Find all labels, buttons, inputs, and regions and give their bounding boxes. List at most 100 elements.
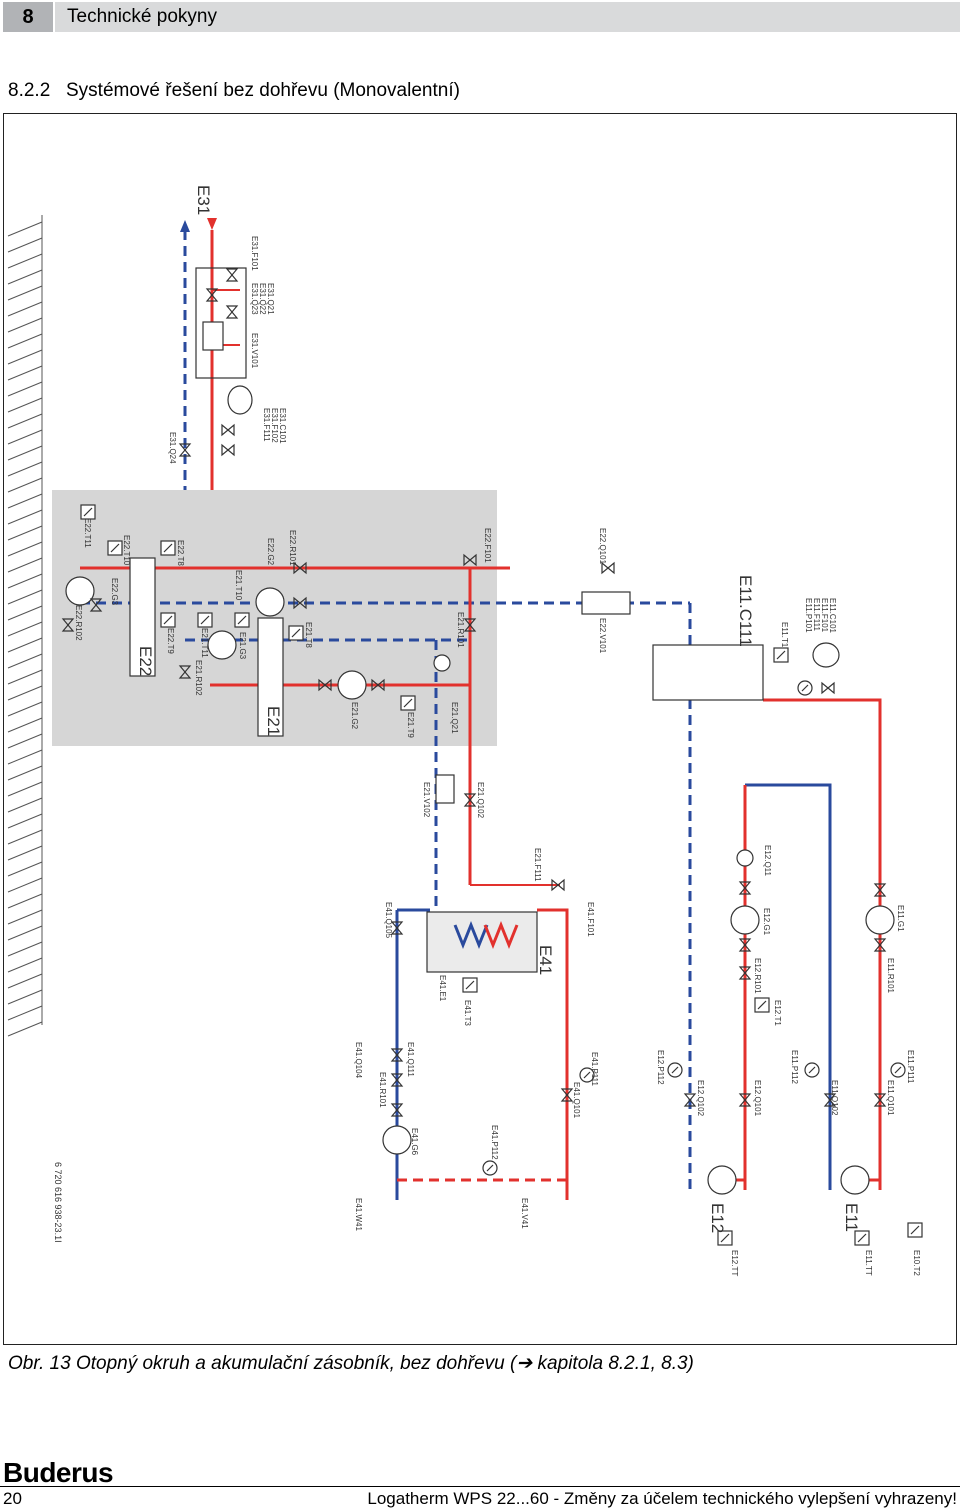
wall-hatch-line xyxy=(7,989,43,1005)
e11-tt-label: E11.TT xyxy=(864,1250,873,1276)
wall-hatch-line xyxy=(7,1005,43,1021)
wall-hatch-line xyxy=(7,653,43,669)
wall-hatch-line xyxy=(7,813,43,829)
wall-hatch-line xyxy=(7,829,43,845)
e22-r102-label: E22.R102 xyxy=(74,605,83,641)
brand-logo: Buderus xyxy=(3,1457,114,1488)
e11-f101-label: E11.F101 xyxy=(820,598,829,633)
e11-t1-label: E11.T1 xyxy=(780,622,789,648)
e21-q21-label: E21.Q21 xyxy=(450,702,459,734)
wall-hatch-line xyxy=(7,781,43,797)
wall-hatch-line xyxy=(7,669,43,685)
e11-q101-label: E11.Q101 xyxy=(886,1080,895,1116)
e11-radiator xyxy=(840,1165,870,1195)
chapter-title: Technické pokyny xyxy=(55,2,960,32)
e11-p112-label: E11.P112 xyxy=(790,1050,799,1085)
caption-tail: kapitola 8.2.1, 8.3) xyxy=(532,1353,694,1374)
wall-hatch-line xyxy=(7,733,43,749)
wall-hatch-line xyxy=(7,701,43,717)
e11-g1-pump-icon xyxy=(865,905,895,935)
e10-t2-label: E10.T2 xyxy=(912,1250,921,1276)
wall-hatch-line xyxy=(7,717,43,733)
arrow-up-icon xyxy=(180,220,190,232)
e31-valve-group xyxy=(195,267,247,379)
diagram-ref-number: 6 720 616 938-23.1I xyxy=(53,1162,63,1243)
e11-c101-label: E11.C101 xyxy=(828,598,837,634)
e31-q23-label: E31.Q23 xyxy=(250,283,259,315)
e21-v102-filter xyxy=(435,774,455,804)
unit-e31-label: E31 xyxy=(194,185,213,215)
e21-t10-label: E21.T10 xyxy=(234,570,243,601)
e41-p112-label: E41.P112 xyxy=(490,1125,499,1160)
e11-g1-label: E11.G1 xyxy=(896,905,905,932)
wall-hatch-line xyxy=(7,477,43,493)
arrow-right-icon: ➔ xyxy=(516,1353,533,1374)
wall-hatch-line xyxy=(7,349,43,365)
wall-hatch-line xyxy=(7,445,43,461)
wall-hatch-line xyxy=(7,637,43,653)
e12-tt-label: E12.TT xyxy=(730,1250,739,1276)
e12-p112-label: E12.P112 xyxy=(656,1050,665,1085)
e11-f111-label: E11.F111 xyxy=(812,598,821,631)
unit-e12-label: E12 xyxy=(708,1203,727,1233)
e12-t1-label: E12.T1 xyxy=(773,1000,782,1026)
e21-r101-label: E21.R101 xyxy=(456,612,465,648)
page-header: 8 Technické pokyny xyxy=(0,0,960,34)
wall-hatch-line xyxy=(7,285,43,301)
wall-hatch-line xyxy=(7,909,43,925)
e12-q11-label: E12.Q11 xyxy=(763,845,772,877)
e22-buffer-tank xyxy=(129,557,156,677)
wall-hatch-line xyxy=(7,381,43,397)
e41-v41-label: E41.V41 xyxy=(520,1198,529,1229)
e22-r101-label: E22.R101 xyxy=(288,530,297,566)
wall-hatch-line xyxy=(7,941,43,957)
e41-q105-label: E41.Q105 xyxy=(384,902,393,939)
e31-f111-label: E31.F111 xyxy=(262,408,271,442)
e31-expansion-vessel xyxy=(227,385,253,415)
e21-q102-label: E21.Q102 xyxy=(476,782,485,819)
e22-t8-label: E22.T8 xyxy=(176,540,185,566)
e21-t8-label: E21.T8 xyxy=(304,622,313,648)
e31-q24-label: E31.Q24 xyxy=(168,432,177,464)
heat-pump-unit xyxy=(652,644,764,701)
unit-e11-label: E11 xyxy=(842,1203,861,1232)
e31-v101-label: E31.V101 xyxy=(250,333,259,369)
wall-hatch-line xyxy=(7,253,43,269)
e21-g2-pump-icon xyxy=(337,670,367,700)
unit-e21-label: E21 xyxy=(264,706,283,736)
wall-hatch-line xyxy=(7,221,43,237)
footer-divider xyxy=(0,1486,960,1487)
e21-g3-label: E21.G3 xyxy=(238,632,247,660)
wall-hatch-line xyxy=(7,525,43,541)
e41-q111-label: E41.Q111 xyxy=(406,1042,415,1077)
wall-hatch-line xyxy=(7,541,43,557)
e21-g3-pump-icon xyxy=(207,630,237,660)
wall-hatch-line xyxy=(7,589,43,605)
e11-p111-label: E11.P111 xyxy=(906,1050,915,1084)
e31-c101-label: E31.C101 xyxy=(278,408,287,444)
wall-hatch-line xyxy=(7,765,43,781)
e41-f101-label: E41.F101 xyxy=(586,902,595,937)
e31-filter xyxy=(202,321,224,351)
e21-r102-label: E21.R102 xyxy=(194,660,203,696)
e41-q104-label: E41.Q104 xyxy=(354,1042,363,1079)
e21-t9-label: E21.T9 xyxy=(406,712,415,738)
wall-hatch-line xyxy=(7,845,43,861)
wall-hatch-line xyxy=(7,317,43,333)
wall-hatch-line xyxy=(7,493,43,509)
e11-q102-label: E11.Q102 xyxy=(830,1080,839,1116)
chapter-number: 8 xyxy=(3,2,53,32)
wall-hatch-line xyxy=(7,797,43,813)
wall-hatch-line xyxy=(7,365,43,381)
e22-v101-label: E22.V101 xyxy=(598,618,607,654)
e11-r101-label: E11.R101 xyxy=(886,958,895,994)
wall-hatch-line xyxy=(7,397,43,413)
e21-buffer-tank xyxy=(257,617,284,737)
e12-g1-label: E12.G1 xyxy=(762,908,771,936)
e41-dhw-tank xyxy=(426,911,538,973)
section-number: 8.2.2 xyxy=(8,80,51,101)
figure-caption: Obr. 13 Otopný okruh a akumulační zásobn… xyxy=(8,1352,694,1375)
section-title: Systémové řešení bez dohřevu (Monovalent… xyxy=(66,80,460,101)
e41-t3-label: E41.T3 xyxy=(463,1000,472,1026)
e41-hot-pipe xyxy=(537,908,569,1200)
